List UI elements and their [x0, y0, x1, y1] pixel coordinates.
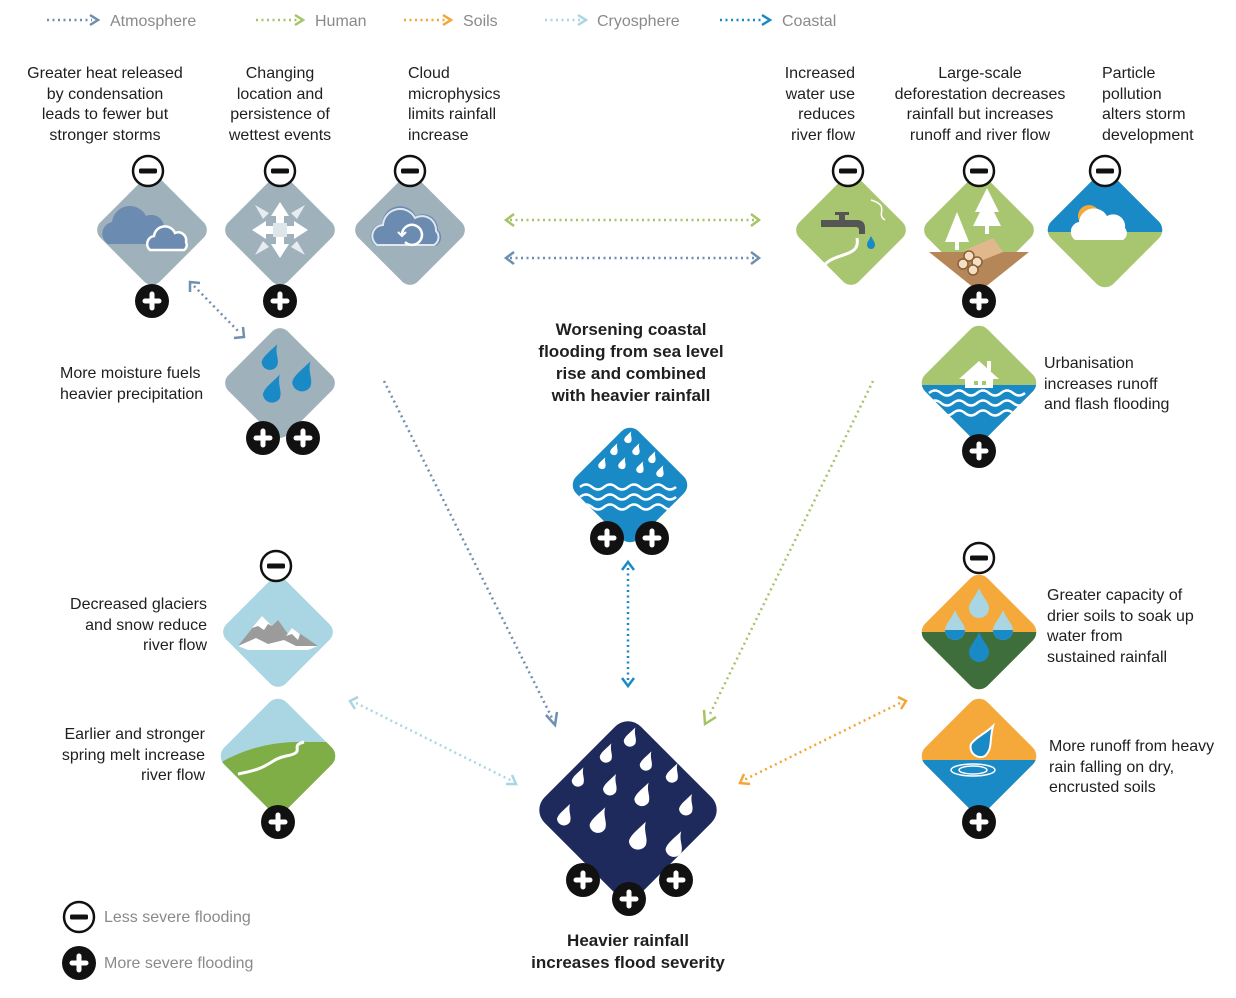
four-arrows-icon [252, 202, 308, 258]
changing-diamond [225, 175, 335, 285]
minus-icon [962, 541, 996, 575]
soils-arrow [738, 695, 908, 786]
water-use-diamond [796, 175, 906, 285]
river-icon [237, 740, 305, 776]
plus-icon [590, 521, 624, 555]
plus-icon [962, 284, 996, 318]
trees-icon [945, 188, 1001, 250]
plus-icon [962, 805, 996, 839]
legend-soils-label: Soils [463, 13, 498, 30]
sun-cloud-icon [1070, 205, 1127, 240]
tap-icon [819, 199, 886, 271]
minus-icon [393, 154, 427, 188]
atmosphere-to-heavy-arrow [382, 380, 559, 728]
particle-pollution-diamond [1045, 170, 1165, 290]
plus-icon [261, 805, 295, 839]
plus-icon [566, 863, 600, 897]
runoff-diamond [919, 696, 1039, 819]
connectors [188, 213, 908, 786]
cryosphere-arrow [348, 695, 518, 786]
condensation-diamond [97, 175, 207, 285]
human-to-heavy-arrow [702, 380, 875, 727]
legend-coastal-arrow [720, 13, 773, 27]
key [62, 900, 96, 980]
minus-icon [263, 154, 297, 188]
legend: Atmosphere Human Soils Cryosphere Coasta… [47, 13, 836, 30]
minus-icon [962, 154, 996, 188]
plus-icon [135, 284, 169, 318]
glaciers-diamond [223, 577, 333, 687]
moisture-diamond [225, 328, 335, 438]
coastal-diamond [570, 425, 690, 545]
legend-cryosphere-label: Cryosphere [597, 13, 680, 30]
legend-cryosphere-arrow [545, 13, 589, 27]
minus-icon [259, 549, 293, 583]
cloud-microphysics-diamond [355, 175, 465, 285]
plus-icon [246, 421, 280, 455]
legend-atmosphere-label: Atmosphere [110, 13, 196, 30]
minus-icon [62, 900, 96, 934]
plus-icon [62, 946, 96, 980]
key-less-label: Less severe flooding [104, 909, 251, 926]
urbanisation-diamond [919, 323, 1039, 445]
legend-human-label: Human [315, 13, 367, 30]
legend-soils-arrow [404, 13, 454, 27]
legend-coastal-label: Coastal [782, 13, 836, 30]
logs-icon [957, 238, 1003, 276]
minus-icon [131, 154, 165, 188]
heavier-rainfall-diamond [539, 721, 717, 899]
moisture-link-arrow [188, 280, 246, 340]
drier-soils-diamond [919, 572, 1039, 692]
cloud-cycle-icon [370, 206, 442, 247]
splash-icon [950, 722, 996, 777]
human-double-arrow [503, 213, 762, 227]
clouds-icon [102, 206, 188, 252]
minus-icon [1088, 154, 1122, 188]
soil-drops-icon [945, 588, 1013, 662]
legend-human-arrow [256, 13, 306, 27]
mountains-icon [238, 616, 318, 650]
plus-icon [286, 421, 320, 455]
spring-melt-diamond [218, 696, 338, 816]
legend-atmosphere-arrow [47, 13, 101, 27]
deforestation-diamond [924, 175, 1034, 292]
plus-icon [659, 863, 693, 897]
plus-icon [635, 521, 669, 555]
badges [131, 154, 1122, 916]
coastal-vertical-arrow [621, 559, 635, 689]
house-icon [959, 361, 999, 388]
plus-icon [263, 284, 297, 318]
plus-icon [612, 882, 646, 916]
plus-icon [962, 434, 996, 468]
atmosphere-double-arrow [503, 251, 762, 265]
minus-icon [831, 154, 865, 188]
key-more-label: More severe flooding [104, 955, 254, 972]
